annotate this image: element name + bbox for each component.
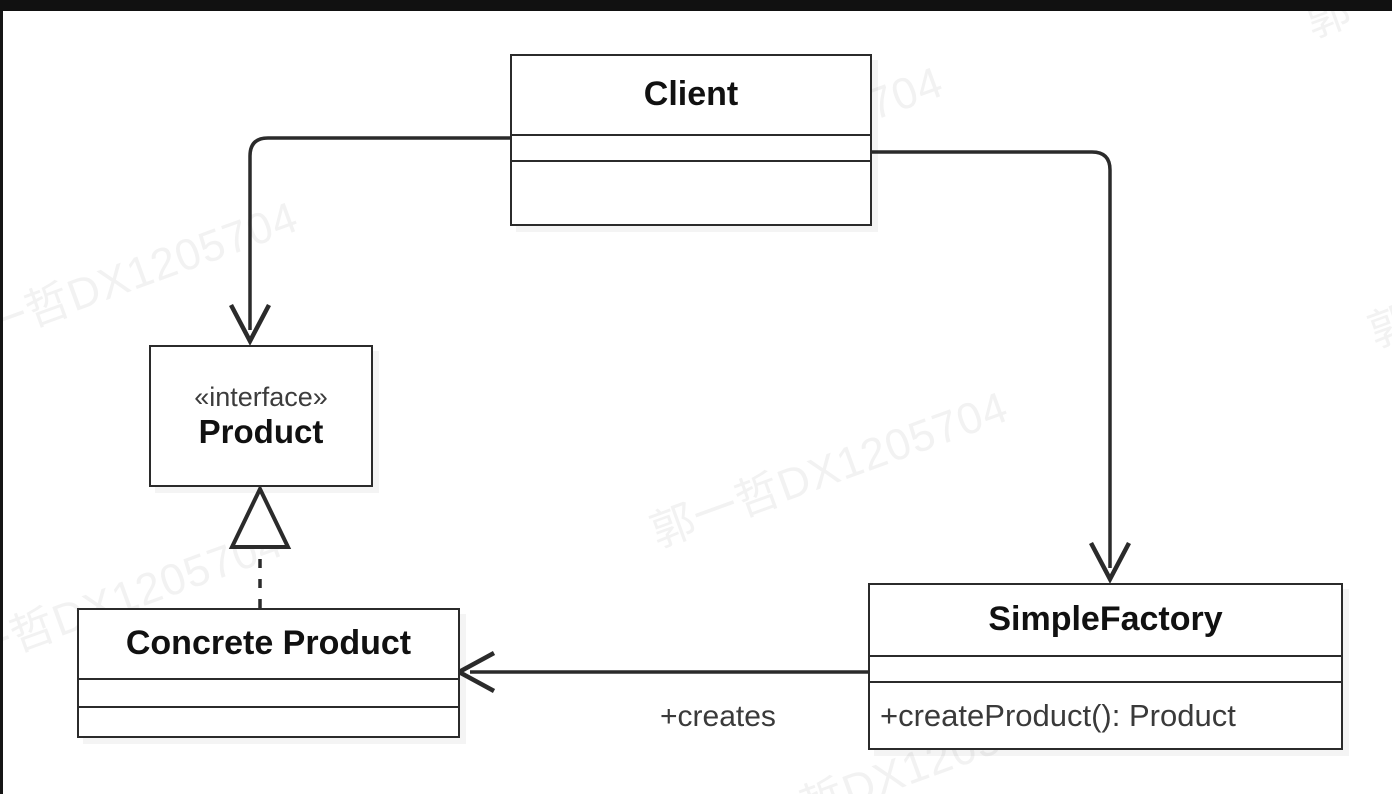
class-title-compartment-client: Client <box>512 56 870 134</box>
link-concreteproduct-realizes-product <box>228 484 292 608</box>
link-simplefactory-creates-concreteproduct <box>454 651 868 693</box>
class-name-client: Client <box>644 75 738 114</box>
class-name-product: «interface»Product <box>194 382 328 451</box>
class-title-compartment-product: «interface»Product <box>151 347 371 485</box>
class-member-simple-factory-0: +createProduct(): Product <box>880 697 1236 733</box>
class-compartment-concrete-product-1 <box>79 678 458 706</box>
class-title-compartment-simple-factory: SimpleFactory <box>870 585 1341 655</box>
class-box-product[interactable]: «interface»Product <box>149 345 373 487</box>
top-chrome-bar <box>0 0 1392 11</box>
class-compartment-client-1 <box>512 134 870 160</box>
class-title-compartment-concrete-product: Concrete Product <box>79 610 458 678</box>
class-box-concrete-product[interactable]: Concrete Product <box>77 608 460 738</box>
class-name-label-client: Client <box>643 75 739 114</box>
link-client-to-product <box>229 136 510 346</box>
edge-label-simplefactory-creates-concreteproduct: +creates <box>660 700 776 733</box>
class-compartment-concrete-product-2 <box>79 706 458 736</box>
class-stereotype-product: «interface» <box>194 381 328 412</box>
left-chrome-bar <box>0 11 3 794</box>
class-box-client[interactable]: Client <box>510 54 872 226</box>
class-name-label-simple-factory: SimpleFactory <box>988 600 1223 639</box>
class-compartment-client-2 <box>512 160 870 228</box>
class-compartment-simple-factory-2: +createProduct(): Product <box>870 681 1341 748</box>
class-name-concrete-product: Concrete Product <box>126 624 411 663</box>
class-compartment-simple-factory-1 <box>870 655 1341 681</box>
class-name-simple-factory: SimpleFactory <box>988 600 1222 639</box>
class-name-label-product: Product <box>198 412 324 450</box>
class-name-label-concrete-product: Concrete Product <box>125 624 412 663</box>
link-client-to-simplefactory <box>872 150 1131 584</box>
class-box-simple-factory[interactable]: SimpleFactory +createProduct(): Product <box>868 583 1343 750</box>
